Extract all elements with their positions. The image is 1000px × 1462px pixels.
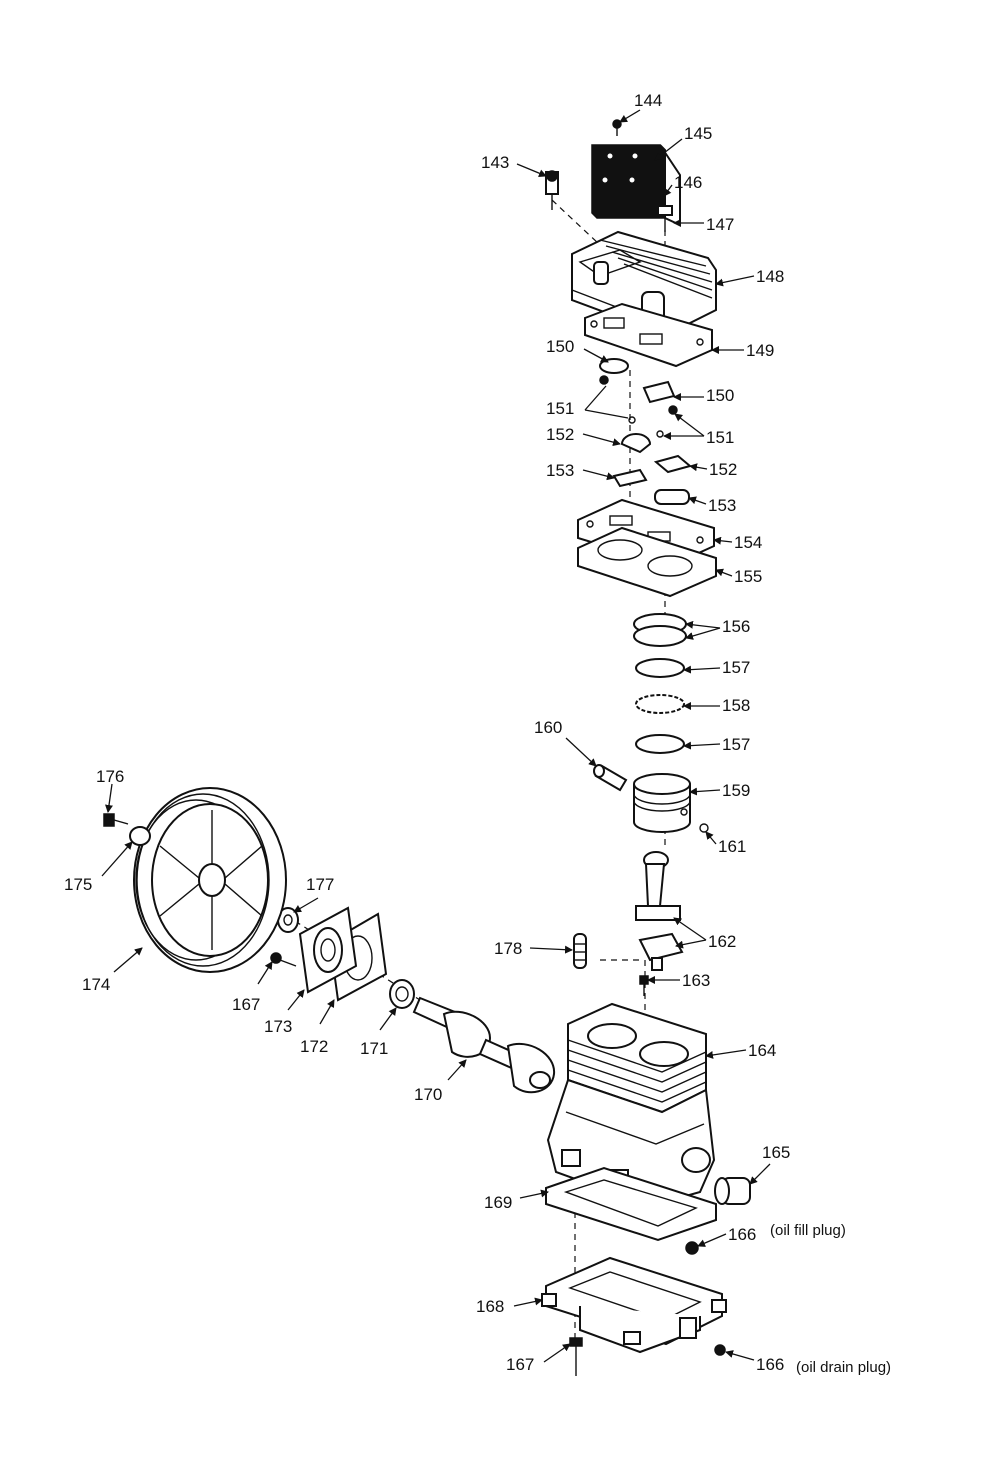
part-169-base-gasket: [545, 1166, 717, 1242]
part-170-crankshaft: [412, 996, 556, 1094]
part-168-base: [541, 1256, 727, 1354]
label-161: 161: [718, 837, 746, 856]
part-167-base-bolt: [569, 1337, 583, 1376]
label-154: 154: [734, 533, 762, 552]
label-145: 145: [684, 124, 712, 143]
part-167-side-bolt: [270, 952, 297, 967]
part-143-unloader-valve: [545, 170, 559, 210]
part-161-wrist-pin-clip: [699, 823, 709, 833]
part-175-washer: [129, 826, 151, 846]
label-156: 156: [722, 617, 750, 636]
part-150-valve-right: [642, 380, 676, 404]
label-166-fill: 166: [728, 1225, 756, 1244]
label-164: 164: [748, 1041, 776, 1060]
part-number-labels: 143 144 145 146 147 148 149 150 150 151 …: [64, 91, 891, 1376]
note-oil-fill-plug: (oil fill plug): [770, 1222, 846, 1239]
part-152-retainers: [620, 433, 693, 474]
label-177: 177: [306, 875, 334, 894]
label-172: 172: [300, 1037, 328, 1056]
part-165-seal-cap: [714, 1177, 751, 1205]
part-158-expander-ring: [635, 694, 685, 714]
label-169: 169: [484, 1193, 512, 1212]
label-175: 175: [64, 875, 92, 894]
part-163-rod-bolt: [639, 975, 649, 996]
label-157-upper: 157: [722, 658, 750, 677]
label-146: 146: [674, 173, 702, 192]
part-173-bearing-carrier: [298, 906, 358, 994]
leader-lines: [101, 109, 771, 1363]
label-150-right: 150: [706, 386, 734, 405]
part-174-flywheel: [133, 787, 287, 973]
part-156-compression-rings: [633, 613, 687, 647]
part-162-connecting-rod: [635, 851, 684, 971]
label-157-lower: 157: [722, 735, 750, 754]
label-158: 158: [722, 696, 750, 715]
label-143: 143: [481, 153, 509, 172]
part-151-screws: [599, 375, 678, 438]
note-oil-drain-plug: (oil drain plug): [796, 1359, 891, 1376]
part-157-oil-ring-upper: [635, 658, 685, 678]
label-178: 178: [494, 939, 522, 958]
label-167-bottom: 167: [506, 1355, 534, 1374]
label-167-side: 167: [232, 995, 260, 1014]
label-163: 163: [682, 971, 710, 990]
label-162: 162: [708, 932, 736, 951]
part-147-bolt: [657, 205, 673, 232]
label-176: 176: [96, 767, 124, 786]
label-170: 170: [414, 1085, 442, 1104]
label-160: 160: [534, 718, 562, 737]
label-153-left: 153: [546, 461, 574, 480]
part-150-valve-left: [599, 358, 629, 374]
label-165: 165: [762, 1143, 790, 1162]
label-147: 147: [706, 215, 734, 234]
part-160-wrist-pin: [593, 764, 628, 792]
part-157-oil-ring-lower: [635, 734, 685, 754]
part-176-flywheel-bolt: [103, 813, 129, 827]
part-166-oil-drain-plug: [714, 1344, 726, 1356]
part-153-reeds: [612, 468, 690, 505]
part-166-oil-fill-plug: [685, 1241, 699, 1255]
label-144: 144: [634, 91, 662, 110]
label-174: 174: [82, 975, 110, 994]
label-168: 168: [476, 1297, 504, 1316]
label-151-right: 151: [706, 428, 734, 447]
label-166-drain: 166: [756, 1355, 784, 1374]
label-148: 148: [756, 267, 784, 286]
label-152-left: 152: [546, 425, 574, 444]
label-155: 155: [734, 567, 762, 586]
part-171-bearing: [389, 979, 415, 1009]
part-159-piston: [633, 773, 691, 833]
label-173: 173: [264, 1017, 292, 1036]
label-152-right: 152: [709, 460, 737, 479]
part-178-dowel: [573, 933, 587, 969]
label-150-left: 150: [546, 337, 574, 356]
label-171: 171: [360, 1039, 388, 1058]
part-177-oil-seal: [277, 907, 299, 933]
label-149: 149: [746, 341, 774, 360]
label-153-right: 153: [708, 496, 736, 515]
label-159: 159: [722, 781, 750, 800]
label-151-left: 151: [546, 399, 574, 418]
part-144-screw: [612, 119, 622, 136]
